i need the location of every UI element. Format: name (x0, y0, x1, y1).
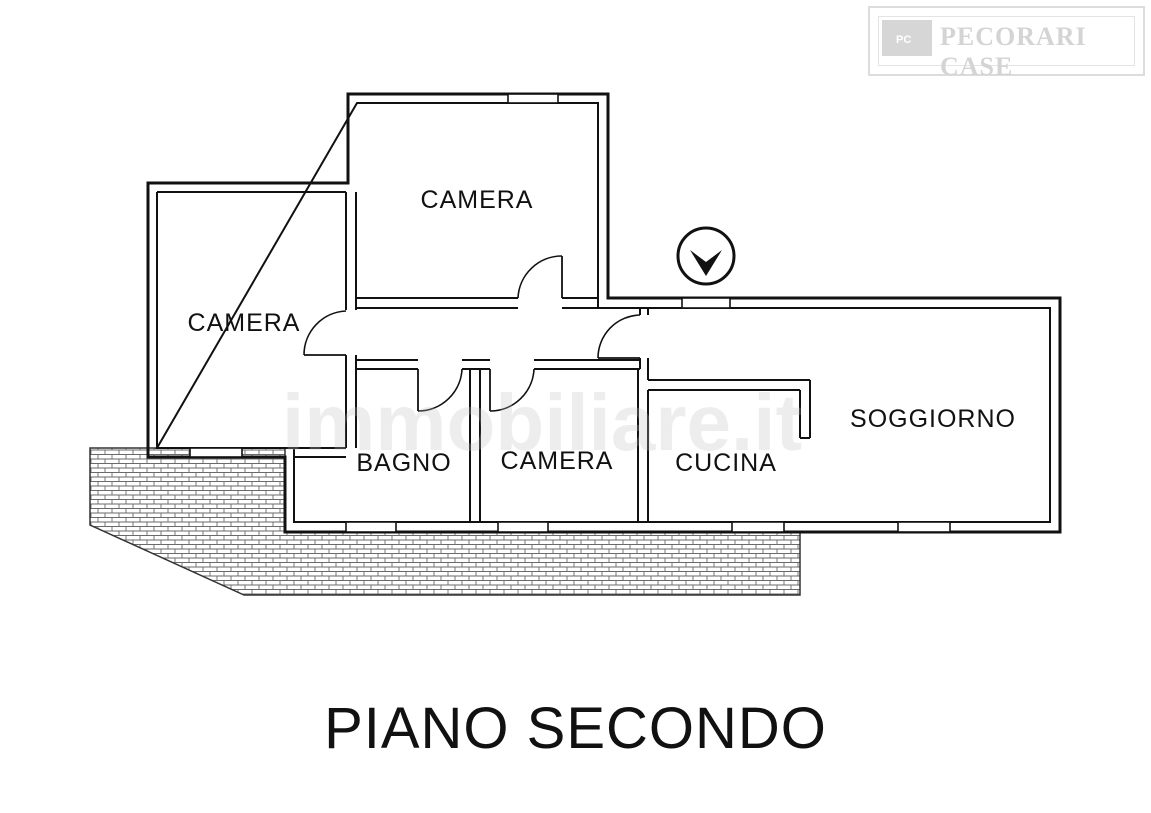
room-label-camera-top: CAMERA (421, 186, 534, 214)
room-label-camera-middle: CAMERA (501, 447, 614, 475)
doors (303, 255, 641, 412)
interior-walls (294, 192, 811, 522)
floor-title: PIANO SECONDO (324, 696, 827, 761)
logo-frame (878, 16, 1135, 66)
logo-brand-text: PECORARI CASE (940, 22, 1087, 81)
window (507, 93, 559, 104)
room-labels: CAMERA CAMERA BAGNO CAMERA CUCINA SOGGIO… (188, 186, 1016, 477)
window (681, 297, 731, 309)
room-label-soggiorno: SOGGIORNO (850, 405, 1016, 433)
watermark: immobiliare.it (282, 378, 802, 467)
window (345, 521, 397, 533)
room-label-cucina: CUCINA (675, 449, 777, 477)
window (731, 521, 785, 533)
agency-logo: PC PECORARI CASE (868, 6, 1145, 81)
room-label-camera-left: CAMERA (188, 309, 301, 337)
window (189, 447, 243, 458)
room-label-bagno: BAGNO (356, 449, 451, 477)
logo-mark-text: PC (896, 34, 912, 46)
window (897, 521, 951, 533)
windows (189, 93, 951, 533)
logo-mark-icon: PC (882, 20, 932, 56)
chevron-down-circle-icon (676, 226, 736, 286)
window (497, 521, 549, 533)
